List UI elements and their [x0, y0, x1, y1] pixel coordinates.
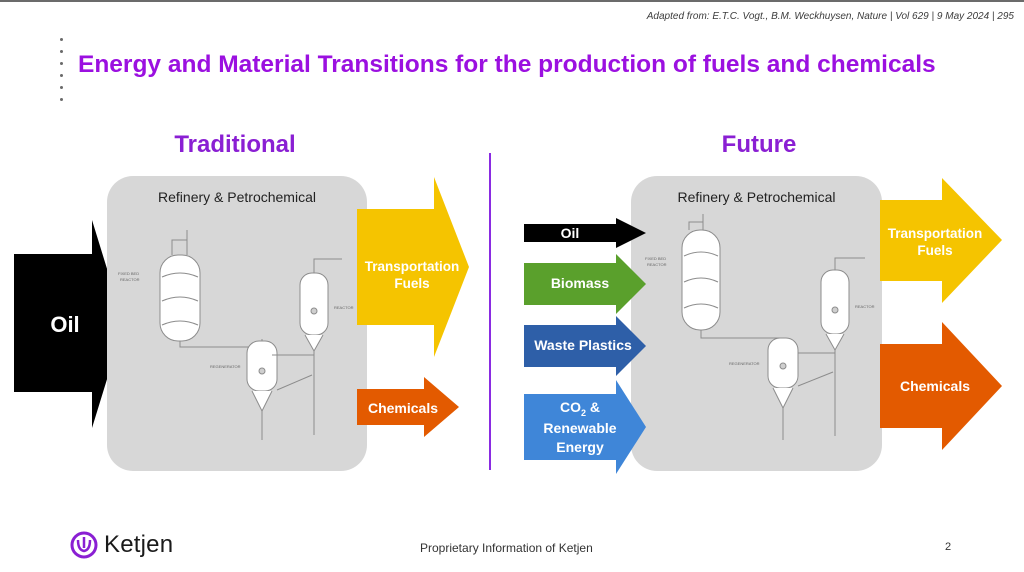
co2-renewable-arrow — [524, 380, 646, 474]
reactor-label: REACTOR — [334, 305, 354, 310]
traditional-fuels-arrow — [357, 177, 469, 357]
top-rule — [0, 0, 1024, 2]
future-regenerator-label: REGENERATOR — [729, 361, 760, 366]
fixed-bed-label-1: FIXED BED — [118, 271, 139, 276]
waste-plastics-label: Waste Plastics — [534, 337, 632, 353]
future-fixed-bed-label-2: REACTOR — [647, 262, 667, 267]
footer-proprietary: Proprietary Information of Ketjen — [420, 541, 593, 555]
oil-input-arrow — [14, 220, 124, 428]
citation: Adapted from: E.T.C. Vogt., B.M. Weckhuy… — [646, 11, 1014, 22]
future-fixed-bed-label-1: FIXED BED — [645, 256, 666, 261]
future-chemicals-label: Chemicals — [899, 378, 971, 394]
co2-renewable-label: CO2 & Renewable Energy — [543, 399, 617, 455]
traditional-chemicals-label: Chemicals — [367, 400, 439, 416]
traditional-panel-label: Refinery & Petrochemical — [158, 189, 316, 205]
fixed-bed-label-2: REACTOR — [120, 277, 140, 282]
regenerator-label: REGENERATOR — [210, 364, 241, 369]
traditional-process-diagram: FIXED BED REACTOR REGENERATOR REACTOR — [118, 230, 354, 440]
future-oil-arrow — [524, 218, 646, 248]
future-fuels-arrow — [880, 178, 1002, 303]
future-panel-label: Refinery & Petrochemical — [677, 189, 836, 205]
slide-title: Energy and Material Transitions for the … — [78, 51, 936, 78]
section-divider — [489, 153, 491, 470]
future-heading: Future — [721, 131, 797, 158]
page-number: 2 — [945, 541, 952, 553]
future-reactor-label: REACTOR — [855, 304, 875, 309]
future-process-diagram: FIXED BED REACTOR REGENERATOR REACTOR — [645, 214, 875, 440]
decorative-dots — [59, 38, 65, 110]
traditional-heading: Traditional — [174, 131, 296, 158]
future-chemicals-arrow — [880, 322, 1002, 450]
traditional-chemicals-arrow — [357, 377, 459, 437]
biomass-arrow — [524, 254, 646, 314]
oil-input-label: Oil — [50, 312, 80, 337]
ketjen-logo-text: Ketjen — [104, 531, 174, 558]
waste-plastics-arrow — [524, 316, 646, 376]
ketjen-logo-icon — [70, 531, 98, 559]
biomass-label: Biomass — [550, 275, 610, 291]
future-oil-label: Oil — [560, 225, 580, 241]
